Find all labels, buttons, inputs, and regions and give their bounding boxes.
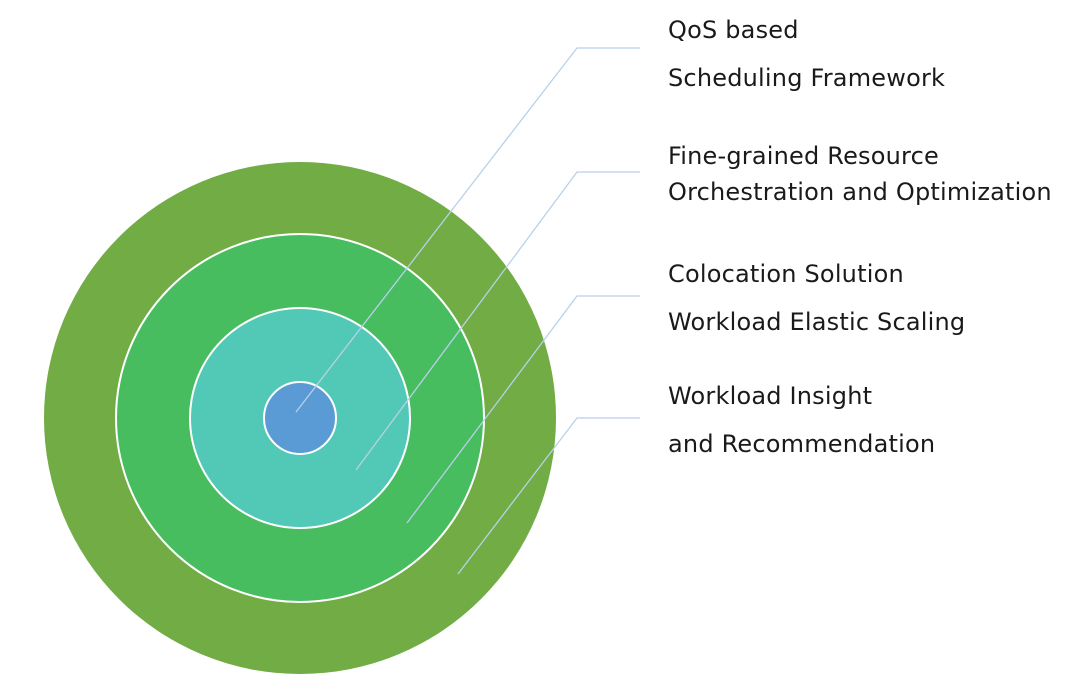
label-ring-3-line-1: Fine-grained Resource	[668, 142, 939, 170]
label-core-line-2: Scheduling Framework	[668, 64, 945, 92]
label-group-ring-2: Colocation Solution Workload Elastic Sca…	[668, 260, 965, 336]
leader-line-ring-2	[406, 295, 640, 524]
layer-core-circle	[263, 381, 337, 455]
label-core-line-1: QoS based	[668, 16, 799, 44]
label-group-ring-3: Fine-grained Resource Orchestration and …	[668, 142, 1052, 206]
leader-line-ring-3	[355, 171, 640, 471]
label-ring-3-line-2: Orchestration and Optimization	[668, 178, 1052, 206]
leader-line-outer	[457, 417, 640, 575]
label-group-core: QoS based Scheduling Framework	[668, 16, 945, 92]
label-group-outer: Workload Insight and Recommendation	[668, 382, 935, 458]
label-outer-line-2: and Recommendation	[668, 430, 935, 458]
label-ring-2-line-2: Workload Elastic Scaling	[668, 308, 965, 336]
label-ring-2-line-1: Colocation Solution	[668, 260, 904, 288]
leader-line-core	[295, 47, 640, 413]
label-outer-line-1: Workload Insight	[668, 382, 872, 410]
